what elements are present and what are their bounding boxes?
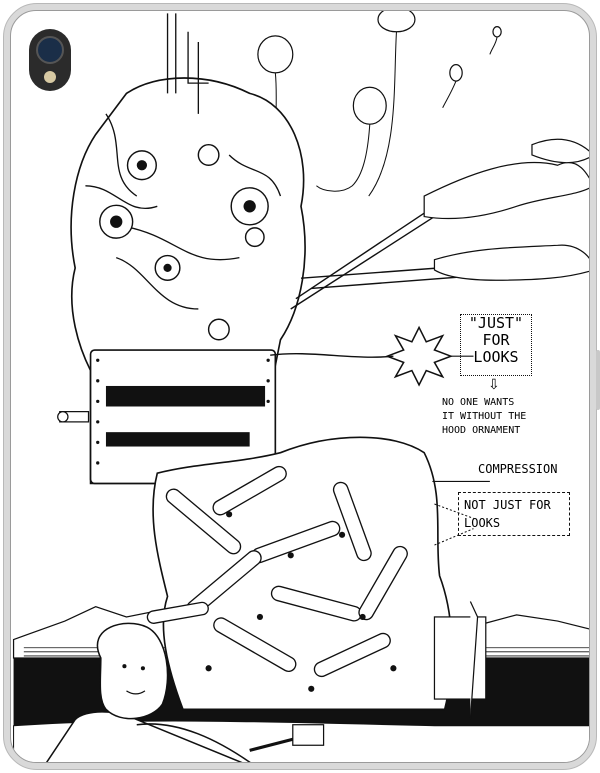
for-text: FOR	[482, 331, 510, 349]
note-line-2: IT WITHOUT THE	[442, 411, 527, 422]
note-line-3: HOOD ORNAMENT	[442, 425, 521, 436]
looks-text: LOOKS	[473, 348, 519, 366]
just-for-looks-label: "JUST" FOR LOOKS	[460, 314, 532, 376]
camera-lens-icon	[36, 36, 64, 64]
flash-icon	[44, 71, 56, 83]
note-line-1: NO ONE WANTS	[442, 397, 515, 408]
not-just-for-looks-label: NOT JUST FOR LOOKS	[458, 492, 570, 536]
down-arrow-icon: ⇩	[488, 377, 500, 393]
not-just-line-1: NOT JUST FOR	[464, 498, 551, 512]
not-just-line-2: LOOKS	[464, 516, 501, 530]
machine-illustration	[12, 11, 589, 762]
just-quote-text: "JUST"	[468, 314, 524, 332]
compression-label: COMPRESSION	[478, 462, 558, 476]
hood-ornament-note: NO ONE WANTS IT WITHOUT THE HOOD ORNAMEN…	[442, 396, 572, 438]
screen-illustration	[10, 10, 590, 763]
side-button	[596, 350, 600, 410]
camera-icon	[29, 29, 71, 91]
